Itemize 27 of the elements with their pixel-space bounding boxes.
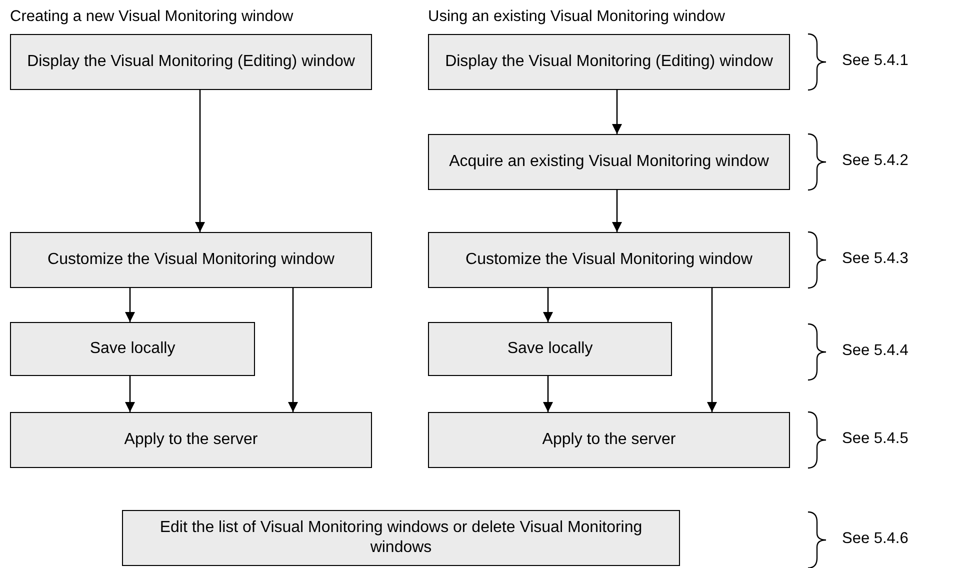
- arrow: [195, 90, 205, 232]
- section-reference: See 5.4.5: [842, 430, 908, 448]
- section-reference: See 5.4.6: [842, 530, 908, 548]
- section-reference: See 5.4.3: [842, 250, 908, 268]
- column-heading: Using an existing Visual Monitoring window: [428, 8, 725, 26]
- process-box: Apply to the server: [428, 412, 790, 468]
- column-heading: Creating a new Visual Monitoring window: [10, 8, 294, 26]
- process-box: Acquire an existing Visual Monitoring window: [428, 134, 790, 190]
- arrow: [125, 376, 135, 412]
- process-box: Display the Visual Monitoring (Editing) window: [10, 34, 372, 90]
- process-box: Apply to the server: [10, 412, 372, 468]
- process-box: Customize the Visual Monitoring window: [428, 232, 790, 288]
- section-reference: See 5.4.1: [842, 52, 908, 70]
- arrow: [543, 376, 553, 412]
- arrow: [612, 190, 622, 232]
- process-box: Save locally: [10, 322, 255, 376]
- section-reference: See 5.4.4: [842, 342, 908, 360]
- arrow: [707, 288, 717, 412]
- process-box: Display the Visual Monitoring (Editing) window: [428, 34, 790, 90]
- arrow: [125, 288, 135, 322]
- arrow: [543, 288, 553, 322]
- section-reference: See 5.4.2: [842, 152, 908, 170]
- arrow: [288, 288, 298, 412]
- arrow: [612, 90, 622, 134]
- process-box: Customize the Visual Monitoring window: [10, 232, 372, 288]
- process-box: Save locally: [428, 322, 672, 376]
- process-box: Edit the list of Visual Monitoring windows or delete Visual Monitoring windows: [122, 510, 680, 566]
